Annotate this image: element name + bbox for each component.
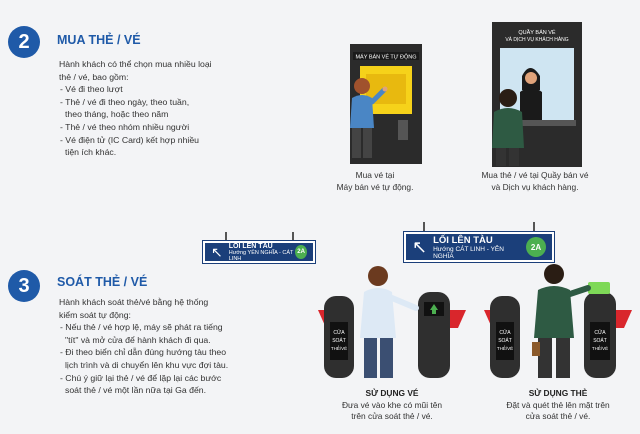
caption-title: SỬ DỤNG VÉ (365, 388, 419, 398)
caption-line: Mua vé tại (355, 170, 395, 180)
list-item: - Đi theo biển chỉ dẫn đúng hướng tàu th… (60, 347, 229, 370)
gate-label-1: CỬA (594, 329, 606, 336)
gate-label-3: THẺ/VÉ (497, 345, 513, 351)
list-item: - Thẻ / vé đi theo ngày, theo tuần,theo … (60, 96, 190, 120)
sign-hanger (533, 222, 535, 232)
step-number-2: 2 (8, 26, 40, 58)
arrow-up-left-icon: ↖ (211, 243, 223, 260)
counter-label-2: VÀ DỊCH VỤ KHÁCH HÀNG (505, 36, 568, 43)
caption-line: Máy bán vé tự động. (336, 181, 414, 192)
list-item: - Vé đi theo lượt (60, 84, 123, 95)
platform-sign-large: ↖ LỐI LÊN TÀU Hướng CÁT LINH - YÊN NGHĨA… (404, 232, 554, 262)
platform-sign-small: ↖ LỐI LÊN TÀU Hướng YÊN NGHĨA - CÁT LINH… (203, 241, 315, 263)
caption-counter: Mua thẻ / vé tại Quầy bán vé và Dịch vụ … (460, 170, 610, 193)
gate-label-2: SOÁT (593, 337, 607, 344)
intro-line: Hành khách có thể chọn mua nhiều loại (59, 59, 212, 69)
step-number-3: 3 (8, 270, 40, 302)
intro-line: kiểm soát tự động: (59, 309, 131, 320)
ticket-gate-illustration: CỬA SOÁT THẺ/VÉ (318, 266, 466, 378)
caption-line: trên cửa soát thẻ / vé. (351, 411, 433, 421)
caption-card: SỬ DỤNG THẺ Đặt và quét thẻ lên mặt trên… (484, 388, 632, 423)
gate-instruction-list: - Nếu thẻ / vé hợp lệ, máy sẽ phát ra ti… (59, 321, 274, 397)
gate-label-1: CỬA (499, 329, 511, 336)
machine-label: MÁY BÁN VÉ TỰ ĐỘNG (355, 54, 416, 61)
section-3-title: SOÁT THẺ / VÉ (57, 275, 148, 289)
sign-title: LỐI LÊN TÀU (433, 234, 493, 246)
intro-line: Hành khách soát thẻ/vé bằng hệ thống (59, 297, 209, 307)
caption-line: Mua thẻ / vé tại Quầy bán vé (481, 170, 589, 180)
arrow-up-left-icon: ↖ (412, 236, 428, 257)
gate-label-3: THẺ/VÉ (592, 345, 608, 351)
section-2-title: MUA THẺ / VÉ (57, 33, 141, 47)
card-gate-illustration: CỬA SOÁT THẺ/VÉ CỬA SOÁT THẺ/VÉ (484, 264, 632, 378)
gate-label-2: SOÁT (498, 337, 512, 344)
sign-hanger (292, 232, 294, 242)
sign-direction: Hướng CÁT LINH - YÊN NGHĨA (433, 245, 504, 260)
line-badge: 2A (295, 245, 307, 259)
caption-line: cửa soát thẻ / vé. (525, 411, 591, 421)
intro-line: thẻ / vé, bao gồm: (59, 71, 129, 82)
caption-line: và Dịch vụ khách hàng. (491, 181, 579, 192)
line-badge: 2A (526, 237, 546, 257)
list-item: - Nếu thẻ / vé hợp lệ, máy sẽ phát ra ti… (60, 322, 223, 345)
list-item: - Thẻ / vé theo nhóm nhiều người (60, 121, 190, 132)
gate-label-1: CỬA (333, 329, 345, 336)
list-item: - Chú ý giữ lại thẻ / vé để lặp lại các … (60, 372, 222, 396)
section-2-text: Hành khách có thể chọn mua nhiều loại th… (59, 58, 249, 159)
sign-hanger (225, 232, 227, 242)
caption-line: Đặt và quét thẻ lên mặt trên (506, 399, 610, 410)
counter-label-1: QUẦY BÁN VÉ (518, 29, 556, 36)
sign-title: LỐI LÊN TÀU (228, 242, 273, 250)
caption-machine: Mua vé tại Máy bán vé tự động. (310, 170, 440, 193)
ticket-counter-illustration: QUẦY BÁN VÉ VÀ DỊCH VỤ KHÁCH HÀNG (492, 22, 582, 167)
sign-direction: Hướng YÊN NGHĨA - CÁT LINH (228, 249, 294, 262)
card-icon (588, 282, 610, 294)
sign-hanger (423, 222, 425, 232)
caption-title: SỬ DỤNG THẺ (528, 388, 588, 398)
caption-line: Đưa vé vào khe có mũi tên (341, 399, 443, 410)
caption-ticket: SỬ DỤNG VÉ Đưa vé vào khe có mũi tên trê… (318, 388, 466, 423)
gate-label-3: THẺ/VÉ (331, 345, 347, 351)
ticket-type-list: - Vé đi theo lượt - Thẻ / vé đi theo ngà… (59, 83, 249, 159)
gate-label-2: SOÁT (332, 337, 346, 344)
ticket-machine-illustration: MÁY BÁN VÉ TỰ ĐỘNG (350, 44, 422, 164)
section-3-text: Hành khách soát thẻ/vé bằng hệ thống kiể… (59, 296, 274, 397)
